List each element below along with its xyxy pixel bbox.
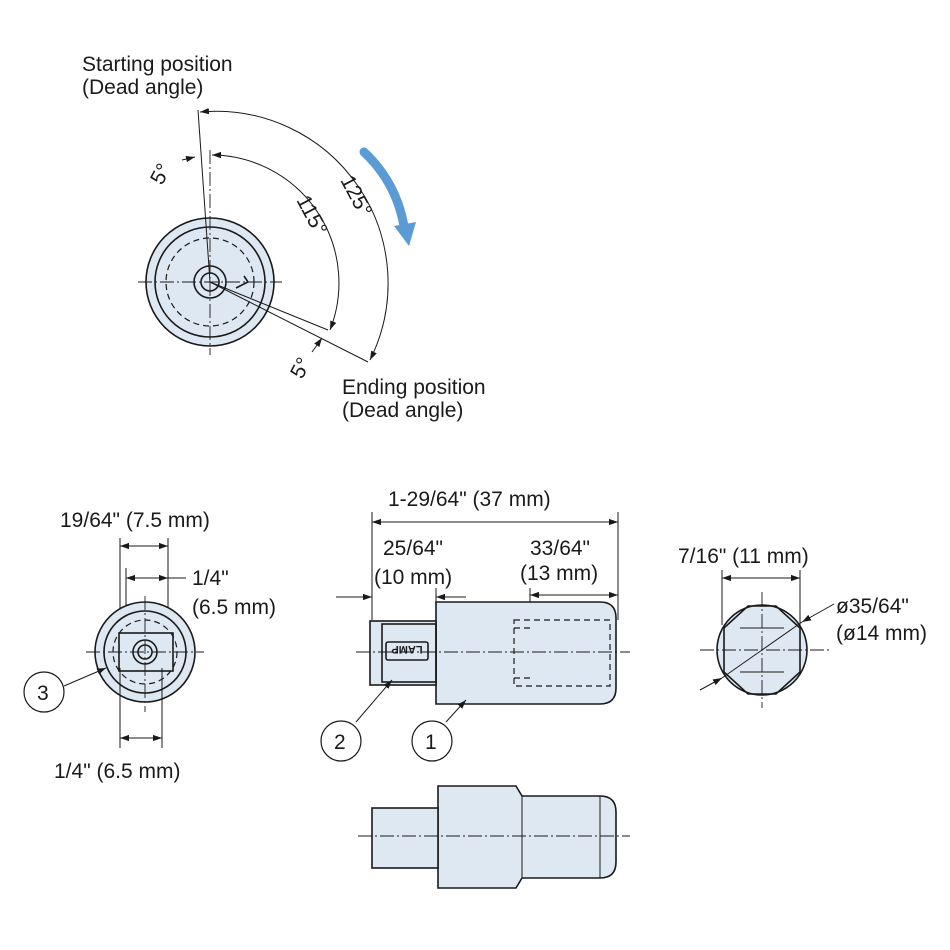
angle-125-label: 125° [336, 172, 377, 221]
front-inner-sublabel: (6.5 mm) [192, 596, 276, 619]
balloon-1-label: 1 [425, 731, 437, 754]
ending-position-label: Ending position [342, 376, 486, 399]
ending-position-sublabel: (Dead angle) [342, 399, 463, 422]
angle-125-arc [199, 108, 389, 361]
starting-position-sublabel: (Dead angle) [82, 76, 203, 99]
front-view: 19/64" (7.5 mm) 1/4" (6.5 mm) 1/4" (6.5 … [23, 509, 276, 783]
balloon-2 [320, 720, 362, 762]
end-hex-outline [723, 605, 801, 695]
diameter-leader-right [801, 603, 835, 623]
side-key-logo-plate [385, 641, 429, 661]
side-hidden-bore [513, 619, 611, 687]
side-cylinder-body [435, 601, 617, 705]
balloon-3-leader [63, 667, 107, 687]
right-length-label: 33/64" [530, 537, 590, 560]
balloon-2-leader [355, 679, 393, 723]
bottom-cylinder-body [437, 785, 617, 889]
rotation-direction-arrowhead [394, 222, 416, 246]
flat-width-label: 7/16" (11 mm) [678, 545, 809, 568]
start-dead-angle-label: 5° [146, 160, 176, 189]
end-dead-angle-label: 5° [286, 354, 316, 383]
diameter-leader-left [699, 677, 723, 691]
rotation-view: Starting position (Dead angle) Ending po… [82, 53, 486, 422]
left-length-label: 25/64" [383, 537, 443, 560]
front-bottom-label: 1/4" (6.5 mm) [54, 760, 180, 783]
right-length-sublabel: (13 mm) [520, 562, 598, 585]
start-dead-angle-arrow [181, 155, 196, 163]
left-length-sublabel: (10 mm) [374, 566, 452, 589]
angle-115-arc [211, 151, 340, 331]
rotation-direction-arrow [359, 147, 409, 231]
balloon-1-leader [445, 699, 467, 723]
balloon-3 [23, 671, 65, 713]
front-width-label: 19/64" (7.5 mm) [60, 509, 210, 532]
bottom-side-view [358, 785, 630, 889]
overall-length-label: 1-29/64" (37 mm) [388, 488, 551, 511]
bottom-key-block [371, 807, 439, 869]
side-key-logo-text: LAMP [391, 643, 422, 655]
end-view: 7/16" (11 mm) ø35/64" (ø14 mm) [678, 545, 927, 708]
diameter-sublabel: (ø14 mm) [836, 622, 927, 645]
side-key-block [369, 620, 437, 686]
angle-115-label: 115° [292, 192, 332, 240]
front-inner-label: 1/4" [192, 567, 229, 590]
side-view: 1-29/64" (37 mm) 25/64" (10 mm) 33/64" (… [320, 488, 630, 762]
balloon-1 [411, 720, 453, 762]
balloon-2-label: 2 [334, 731, 346, 754]
end-dead-angle-arrow [311, 337, 323, 353]
starting-position-label: Starting position [82, 53, 233, 76]
balloon-3-label: 3 [37, 682, 49, 705]
diameter-leader-line [721, 621, 803, 679]
side-key-inner [381, 623, 437, 683]
diameter-label: ø35/64" [836, 595, 909, 618]
